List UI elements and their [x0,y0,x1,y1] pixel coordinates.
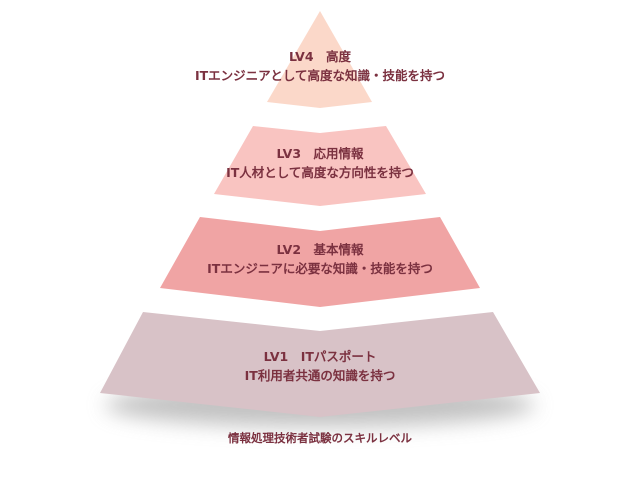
level-3-label: LV3 応用情報 IT人材として高度な方向性を持つ [0,144,640,182]
level-1-title: LV1 ITパスポート [263,349,377,364]
level-2-shape [160,217,480,307]
level-2-label: LV2 基本情報 ITエンジニアに必要な知識・技能を持つ [0,240,640,278]
level-4-shape [267,11,372,108]
level-4-label: LV4 高度 ITエンジニアとして高度な知識・技能を持つ [0,47,640,85]
level-2-title: LV2 基本情報 [276,242,364,257]
level-1-desc: IT利用者共通の知識を持つ [244,368,396,383]
level-1-shape [100,312,540,417]
diagram-caption: 情報処理技術者試験のスキルレベル [228,431,412,445]
level-3-desc: IT人材として高度な方向性を持つ [226,165,414,180]
level-3-title: LV3 応用情報 [276,146,364,161]
level-4-title: LV4 高度 [288,49,352,64]
level-1-label: LV1 ITパスポート IT利用者共通の知識を持つ [0,347,640,385]
level-4-desc: ITエンジニアとして高度な知識・技能を持つ [194,68,446,83]
level-2-desc: ITエンジニアに必要な知識・技能を持つ [207,261,433,276]
level-3-shape [214,126,426,206]
